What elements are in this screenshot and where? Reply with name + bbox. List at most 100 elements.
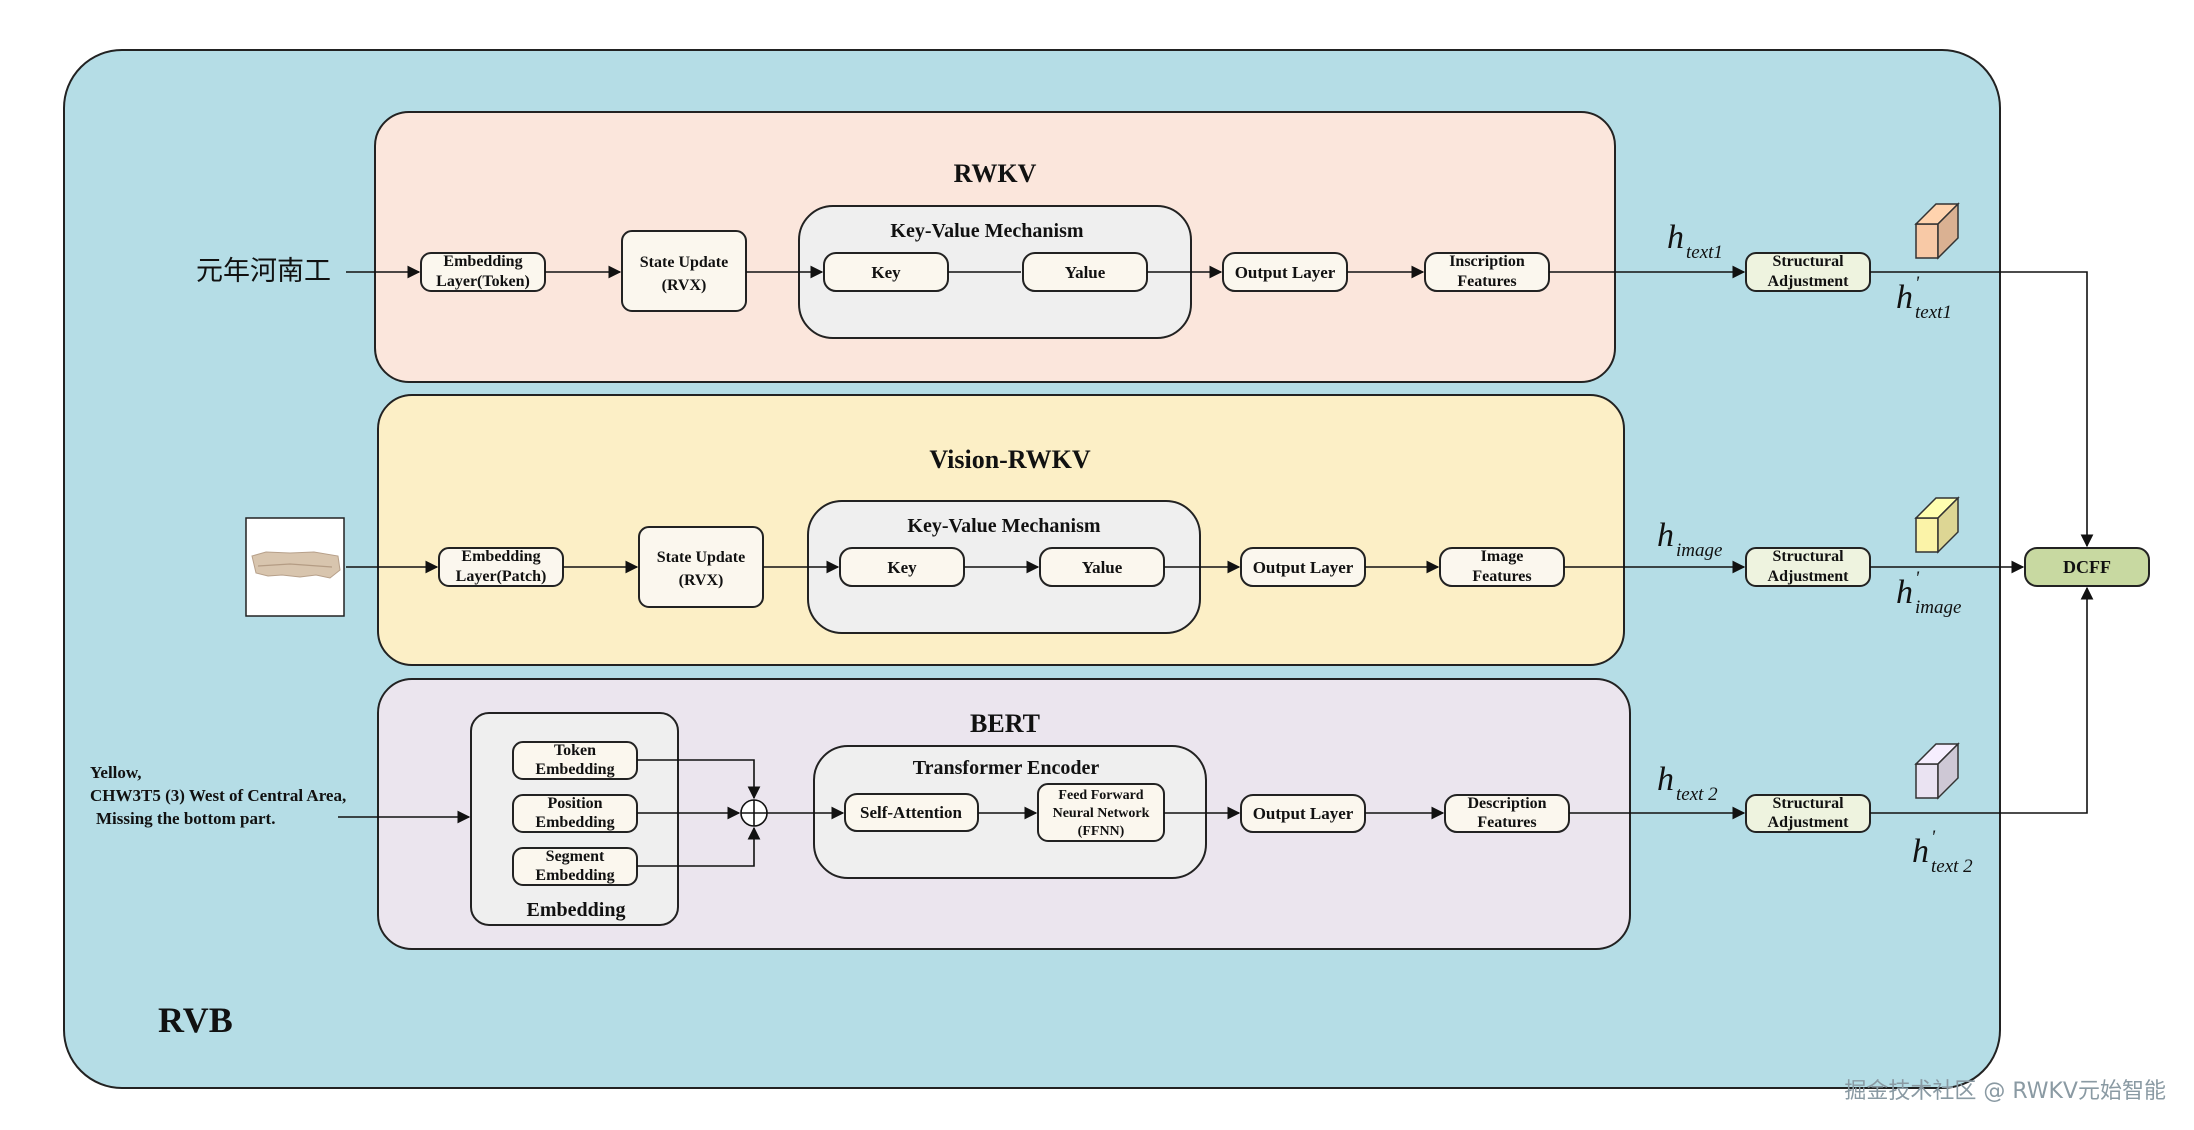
svg-text:Embedding: Embedding xyxy=(535,814,614,831)
svg-text:Feed Forward: Feed Forward xyxy=(1058,788,1143,803)
bert-input-line-2: CHW3T5 (3) West of Central Area, xyxy=(90,786,346,805)
vision-image-features-node: Image Features xyxy=(1439,547,1565,587)
svg-text:Description: Description xyxy=(1467,795,1546,812)
svg-text:Structural: Structural xyxy=(1772,548,1844,565)
rwkv-embedding-node: Embedding Layer(Token) xyxy=(420,252,546,292)
bert-output-layer-node: Output Layer xyxy=(1240,794,1366,833)
vision-embedding-node: Embedding Layer(Patch) xyxy=(438,547,564,587)
label-h-image-prime: h ' image xyxy=(1896,568,1961,618)
svg-text:Layer(Token): Layer(Token) xyxy=(436,273,530,290)
svg-text:DCFF: DCFF xyxy=(2063,557,2111,577)
svg-text:Yalue: Yalue xyxy=(1065,263,1106,282)
dcff-node: DCFF xyxy=(2024,547,2150,587)
svg-text:State Update: State Update xyxy=(657,549,745,566)
svg-text:Structural: Structural xyxy=(1772,795,1844,812)
rwkv-inscription-features-node: Inscription Features xyxy=(1424,252,1550,292)
svg-text:Layer(Patch): Layer(Patch) xyxy=(456,568,547,585)
svg-text:h: h xyxy=(1667,219,1684,256)
vision-rwkv-title: Vision-RWKV xyxy=(929,445,1091,474)
svg-text:(FFNN): (FFNN) xyxy=(1078,824,1125,839)
rwkv-state-update-node: State Update (RVX) xyxy=(621,230,747,312)
svg-text:Structural: Structural xyxy=(1772,253,1844,270)
svg-text:Segment: Segment xyxy=(546,848,605,865)
position-embedding-node: Position Embedding xyxy=(512,794,638,833)
vision-output-layer-node: Output Layer xyxy=(1240,547,1366,587)
text2-feature-cube-icon xyxy=(1914,742,1960,800)
svg-text:Neural Network: Neural Network xyxy=(1053,806,1150,821)
label-h-text1: h text1 xyxy=(1667,219,1723,263)
svg-text:Key: Key xyxy=(887,558,917,577)
svg-text:Self-Attention: Self-Attention xyxy=(860,803,963,822)
ffnn-node: Feed Forward Neural Network (FFNN) xyxy=(1037,783,1165,842)
sum-operator-icon xyxy=(740,799,768,827)
structural-adjustment-text1-node: Structural Adjustment xyxy=(1745,252,1871,292)
svg-text:Position: Position xyxy=(547,795,602,812)
label-h-text2-prime: h ' text 2 xyxy=(1912,827,1973,877)
rwkv-input-text: 元年河南工 xyxy=(196,256,331,287)
label-h-text1-prime: h ' text1 xyxy=(1896,273,1952,323)
image-feature-cube-icon xyxy=(1914,496,1960,554)
rwkv-output-layer-node: Output Layer xyxy=(1222,252,1348,292)
svg-text:Embedding: Embedding xyxy=(535,867,614,884)
svg-text:State Update: State Update xyxy=(640,254,728,271)
rwkv-key-node: Key xyxy=(823,252,949,292)
inscription-fragment-image xyxy=(245,517,345,617)
svg-text:Inscription: Inscription xyxy=(1449,253,1525,270)
svg-text:Embedding: Embedding xyxy=(443,253,522,270)
svg-text:h: h xyxy=(1657,517,1674,554)
vision-key-node: Key xyxy=(839,547,965,587)
watermark: 掘金技术社区 @ RWKV元始智能 xyxy=(1844,1079,2166,1104)
text1-feature-cube-icon xyxy=(1914,202,1960,260)
svg-text:Embedding: Embedding xyxy=(535,761,614,778)
svg-text:Features: Features xyxy=(1472,568,1531,585)
segment-embedding-node: Segment Embedding xyxy=(512,847,638,886)
svg-text:Embedding: Embedding xyxy=(461,548,540,565)
transformer-encoder-group: Transformer Encoder xyxy=(813,745,1207,879)
svg-text:text 2: text 2 xyxy=(1931,856,1973,877)
label-h-image: h image xyxy=(1657,517,1722,561)
bert-arrows xyxy=(338,759,1746,867)
rwkv-value-node: Yalue xyxy=(1022,252,1148,292)
svg-text:text1: text1 xyxy=(1686,242,1723,263)
svg-text:Key-Value Mechanism: Key-Value Mechanism xyxy=(890,220,1083,242)
bert-title: BERT xyxy=(970,709,1040,738)
svg-text:Key-Value Mechanism: Key-Value Mechanism xyxy=(907,515,1100,537)
svg-text:Key: Key xyxy=(871,263,901,282)
svg-text:': ' xyxy=(1915,273,1920,294)
svg-text:Adjustment: Adjustment xyxy=(1768,568,1850,585)
token-embedding-node: Token Embedding xyxy=(512,741,638,780)
svg-text:Image: Image xyxy=(1481,548,1524,565)
svg-text:Adjustment: Adjustment xyxy=(1768,273,1850,290)
bert-input-line-3: Missing the bottom part. xyxy=(96,809,275,828)
svg-text:h: h xyxy=(1896,574,1913,611)
structural-adjustment-image-node: Structural Adjustment xyxy=(1745,547,1871,587)
svg-text:image: image xyxy=(1676,540,1722,561)
svg-text:h: h xyxy=(1657,761,1674,798)
svg-text:(RVX): (RVX) xyxy=(662,277,707,294)
svg-text:Embedding: Embedding xyxy=(527,899,626,921)
svg-text:Yalue: Yalue xyxy=(1082,558,1123,577)
svg-text:Features: Features xyxy=(1457,273,1516,290)
fusion-arrows xyxy=(1870,271,2094,814)
svg-text:Adjustment: Adjustment xyxy=(1768,814,1850,831)
rwkv-title: RWKV xyxy=(954,159,1037,188)
svg-text:Output Layer: Output Layer xyxy=(1253,804,1354,823)
vision-state-update-node: State Update (RVX) xyxy=(638,526,764,608)
svg-text:image: image xyxy=(1915,597,1961,618)
svg-text:text 2: text 2 xyxy=(1676,784,1718,805)
bert-input-line-1: Yellow, xyxy=(90,763,141,782)
svg-text:': ' xyxy=(1915,568,1920,589)
svg-text:h: h xyxy=(1896,279,1913,316)
description-features-node: Description Features xyxy=(1444,794,1570,833)
svg-text:': ' xyxy=(1931,827,1936,848)
label-h-text2: h text 2 xyxy=(1657,761,1718,805)
rvb-label: RVB xyxy=(158,1000,233,1040)
svg-text:text1: text1 xyxy=(1915,302,1952,323)
svg-text:h: h xyxy=(1912,833,1929,870)
structural-adjustment-text2-node: Structural Adjustment xyxy=(1745,794,1871,833)
svg-text:Output Layer: Output Layer xyxy=(1235,263,1336,282)
svg-text:(RVX): (RVX) xyxy=(679,572,724,589)
svg-text:Output Layer: Output Layer xyxy=(1253,558,1354,577)
vision-value-node: Yalue xyxy=(1039,547,1165,587)
